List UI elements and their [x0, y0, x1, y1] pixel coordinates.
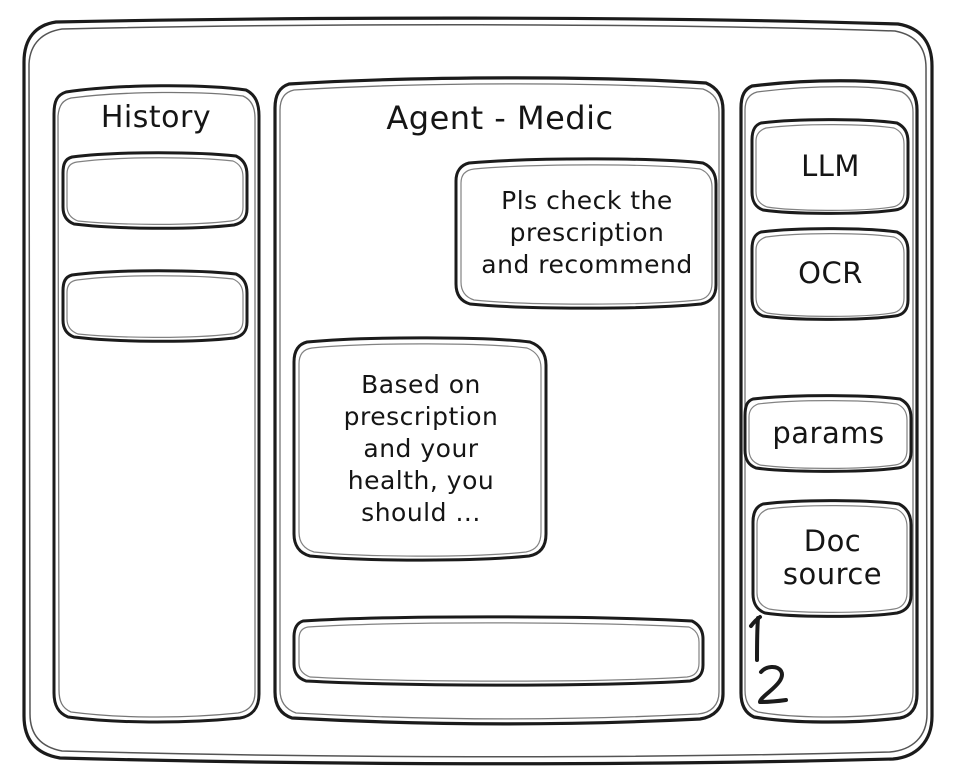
message-composer-input[interactable] — [294, 619, 704, 683]
history-item-1[interactable] — [63, 152, 248, 226]
agent-title: Agent - Medic — [386, 99, 614, 138]
user-message-bubble: Pls check the prescription and recommend — [481, 186, 693, 279]
ocr-button[interactable]: OCR — [798, 256, 863, 291]
params-button[interactable]: params — [772, 415, 885, 450]
doc-source-list-item-1[interactable]: 1 — [752, 616, 812, 662]
history-title: History — [100, 100, 212, 136]
doc-source-button[interactable]: Doc source — [782, 524, 883, 591]
history-item-2[interactable] — [63, 270, 248, 340]
assistant-message-bubble: Based on prescription and your health, y… — [343, 370, 499, 527]
doc-source-list-item-2[interactable]: 2 — [752, 666, 812, 712]
llm-button[interactable]: LLM — [801, 148, 860, 183]
